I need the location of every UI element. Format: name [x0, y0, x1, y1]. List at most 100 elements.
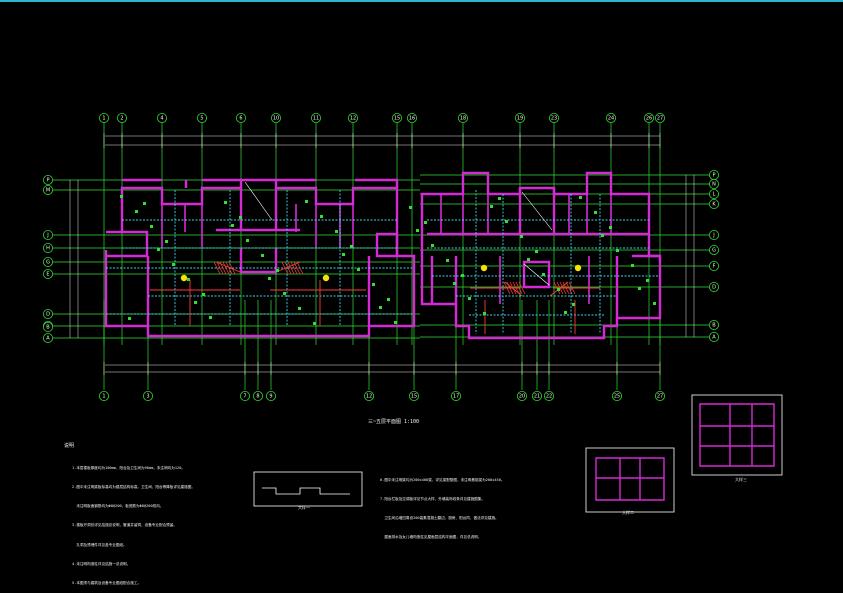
bottom-axis-bubble — [655, 390, 666, 401]
column-marker — [261, 254, 264, 257]
column-marker — [268, 277, 271, 280]
top-axis-label: 1 — [102, 116, 105, 122]
top-axis-label: 4 — [160, 116, 163, 122]
column-marker — [209, 316, 212, 319]
left-axis-label: J — [46, 233, 48, 239]
column-marker — [157, 248, 160, 251]
right-axis-bubble — [709, 198, 720, 209]
left-axis-label: P — [46, 178, 49, 184]
column-marker — [446, 259, 449, 262]
note-line: 3.楼板开洞处详见结施总说明，管道井留洞，设备专业配合预留。 — [72, 523, 177, 528]
column-marker — [394, 321, 397, 324]
shaft-diagonal — [523, 263, 550, 286]
detail-caption: 大样一 — [298, 505, 310, 510]
column-marker — [298, 307, 301, 310]
top-axis-bubble — [406, 113, 417, 124]
note-line: 卫生间沿墙四周设200高素混凝土翻边，厨房、阳台同，做法详见建施。 — [380, 516, 499, 521]
bottom-axis-bubble — [544, 390, 555, 401]
column-marker — [409, 206, 412, 209]
column-marker — [283, 292, 286, 295]
detail-3-frame — [691, 394, 783, 476]
left-axis-label: A — [46, 336, 50, 342]
bottom-axis-bubble — [252, 390, 263, 401]
note-line: 7.阳台栏板及空调板详见节点大样，外墙装饰线条详见建施图集。 — [380, 497, 485, 502]
top-axis-bubble — [391, 113, 402, 124]
bottom-axis-bubble — [363, 390, 374, 401]
column-marker — [342, 253, 345, 256]
column-marker — [276, 269, 279, 272]
top-axis-bubble — [347, 113, 358, 124]
wall-segment — [375, 232, 399, 258]
top-axis-label: 12 — [350, 116, 356, 122]
column-marker — [239, 216, 242, 219]
detail-3-plan — [699, 403, 775, 467]
stair-hatch — [515, 281, 523, 295]
column-marker — [601, 234, 604, 237]
right-axis-bubble — [709, 260, 720, 271]
column-marker — [416, 229, 419, 232]
column-marker — [120, 195, 123, 198]
bottom-axis-bubble — [517, 390, 528, 401]
top-axis-label: 10 — [273, 116, 279, 122]
column-marker — [631, 264, 634, 267]
stair-hatch — [509, 281, 517, 295]
notes-left: 1.本层楼板厚度均为100mm，阳台及卫生间为90mm，未注明均为120。 2.… — [72, 452, 195, 593]
detail-1-profile — [262, 487, 350, 495]
stair-hatch — [293, 261, 301, 275]
bottom-axis-bubble — [408, 390, 419, 401]
column-marker — [468, 297, 471, 300]
top-axis-label: 26 — [646, 116, 652, 122]
column-marker — [638, 287, 641, 290]
right-axis-label: K — [712, 202, 716, 208]
column-marker — [313, 322, 316, 325]
stair-hatch — [568, 281, 576, 295]
column-marker — [231, 224, 234, 227]
left-axis-label: D — [46, 312, 50, 318]
room-marker — [322, 274, 330, 282]
wall-segment — [104, 256, 416, 338]
column-marker — [143, 202, 146, 205]
column-marker — [505, 220, 508, 223]
left-axis-bubble — [43, 321, 54, 332]
top-axis-bubble — [515, 113, 526, 124]
left-axis-label: G — [46, 260, 50, 266]
right-axis-label: J — [712, 233, 714, 239]
notes-right: 6.图中未注明梁均为200x400梁，详见梁配筋图，未注明悬挑梁为200x450… — [380, 464, 504, 547]
bottom-axis-bubble — [532, 390, 543, 401]
detail-1-frame — [253, 471, 363, 507]
right-axis-bubble — [709, 229, 720, 240]
column-marker — [187, 278, 190, 281]
note-line: 4.未注明构造柱详见结施一总说明。 — [72, 561, 131, 566]
stair-hatch — [565, 281, 573, 295]
column-marker — [535, 250, 538, 253]
wall-segment — [355, 178, 399, 188]
right-axis-label: D — [712, 285, 716, 291]
right-axis-bubble — [709, 319, 720, 330]
shaft-diagonal — [244, 181, 273, 221]
right-axis-bubble — [709, 281, 720, 292]
column-marker — [357, 268, 360, 271]
top-axis-label: 23 — [551, 116, 557, 122]
column-marker — [453, 282, 456, 285]
column-marker — [490, 205, 493, 208]
left-axis-bubble — [43, 184, 54, 195]
column-marker — [194, 301, 197, 304]
wall-segment — [420, 171, 660, 258]
section-line — [215, 261, 241, 273]
bottom-axis-label: 22 — [546, 394, 552, 400]
top-axis-label: 18 — [460, 116, 466, 122]
column-marker — [564, 311, 567, 314]
column-marker — [616, 249, 619, 252]
note-line: 2.图中未注明梁板标高均为楼层结构标高，卫生间、阳台等降板详见建施图。 — [72, 485, 195, 490]
column-marker — [172, 263, 175, 266]
bottom-axis-label: 7 — [243, 394, 246, 400]
left-axis-label: H — [46, 246, 50, 252]
right-axis-label: B — [712, 323, 716, 329]
right-axis-label: F — [713, 264, 716, 270]
room-marker — [480, 264, 488, 272]
stair-hatch — [287, 261, 295, 275]
left-axis-bubble — [43, 308, 54, 319]
left-axis-label: B — [46, 325, 50, 331]
